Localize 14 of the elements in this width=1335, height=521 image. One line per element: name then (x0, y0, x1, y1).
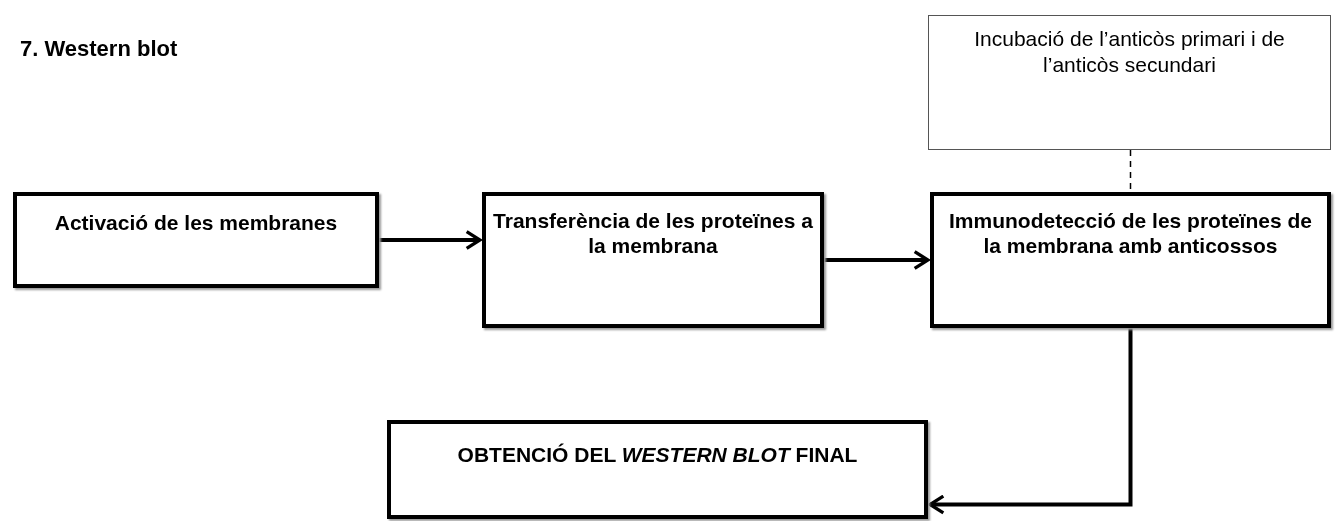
arrow (928, 328, 1133, 515)
process-box (482, 192, 824, 328)
box-text: Activació de les membranes (54, 210, 338, 235)
arrow (379, 230, 482, 250)
note-box (928, 15, 1331, 150)
box-text: Transferència de les proteïnes a la membrana (492, 208, 814, 258)
box-text: OBTENCIÓ DEL WESTERN BLOT FINAL (457, 442, 858, 467)
process-box (13, 192, 379, 288)
box-text: Incubació de l’anticòs primari i de l’anticòs secundari (973, 26, 1286, 78)
arrow (824, 250, 930, 270)
heading: 7. Western blot (20, 36, 178, 62)
box-text: Immunodetecció de les proteïnes de la membrana amb anticossos (948, 208, 1313, 258)
process-box (930, 192, 1331, 328)
process-box (387, 420, 928, 519)
